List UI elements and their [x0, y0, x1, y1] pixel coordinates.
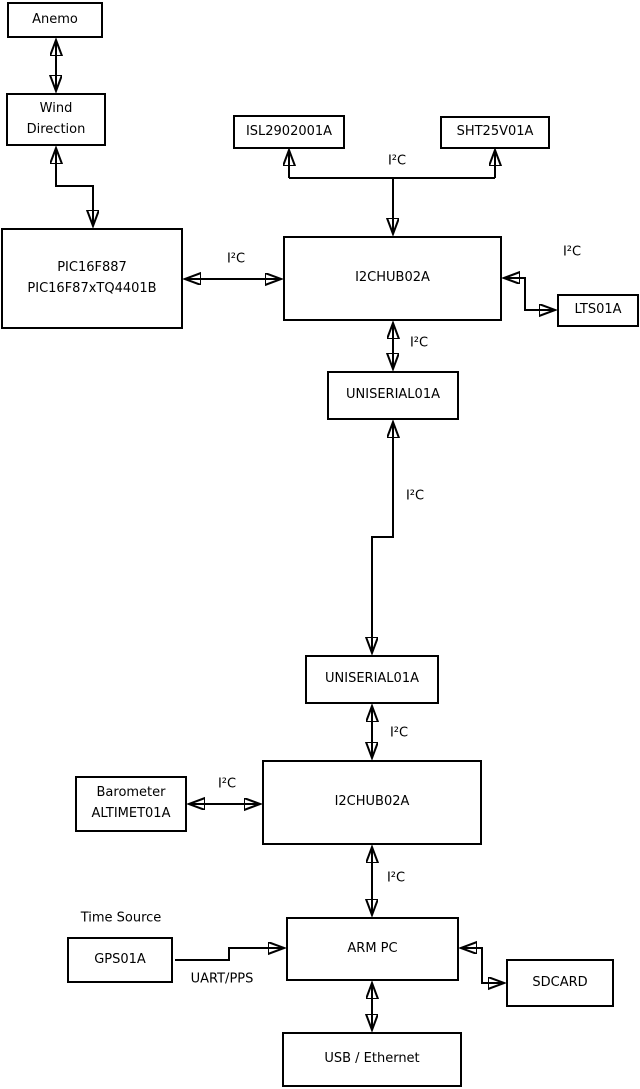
node-usb-ethernet-label: USB / Ethernet [324, 1051, 420, 1067]
edge-label-uniserial-hub2-i2c: I²C [389, 725, 409, 741]
edge-hub1-lts [504, 278, 555, 310]
node-barometer-altimet01a: Barometer ALTIMET01A [75, 776, 187, 832]
edge-label-gps-arm-uartpps: UART/PPS [190, 971, 254, 987]
edge-label-uniserial-link-i2c: I²C [405, 488, 425, 504]
edge-gps-armpc [175, 948, 284, 961]
node-pic16f887: PIC16F887 PIC16F87xTQ4401B [1, 228, 183, 329]
node-gps01a-label: GPS01A [94, 951, 146, 967]
node-isl2902001a-label: ISL2902001A [245, 123, 333, 139]
node-sdcard-label: SDCARD [532, 974, 588, 990]
edge-label-hub-uniserial-i2c: I²C [409, 335, 429, 351]
node-wind-direction-label: Wind Direction [26, 100, 86, 137]
node-i2chub02a-2-label: I2CHUB02A [334, 794, 410, 810]
edge-label-pic-hub-i2c: I²C [226, 251, 246, 267]
node-isl2902001a: ISL2902001A [233, 115, 345, 149]
node-arm-pc: ARM PC [286, 917, 459, 981]
node-pic16f887-label: PIC16F887 PIC16F87xTQ4401B [27, 259, 157, 296]
node-sht25v01a: SHT25V01A [440, 116, 550, 149]
node-i2chub02a-1: I2CHUB02A [283, 236, 502, 321]
node-uniserial01a-2-label: UNISERIAL01A [325, 671, 419, 687]
node-i2chub02a-2: I2CHUB02A [262, 760, 482, 845]
node-sht25v01a-label: SHT25V01A [456, 124, 534, 140]
edge-label-sensor-bus-i2c: I²C [387, 153, 407, 169]
edge-label-hub2-arm-i2c: I²C [386, 870, 406, 886]
node-uniserial01a-2: UNISERIAL01A [305, 655, 439, 704]
annotation-time-source: Time Source [80, 910, 162, 926]
node-uniserial01a-1-label: UNISERIAL01A [346, 387, 440, 403]
node-anemo: Anemo [7, 2, 103, 38]
node-gps01a: GPS01A [67, 937, 173, 983]
edge-uniserial1-uniserial2 [372, 422, 393, 653]
node-anemo-label: Anemo [32, 11, 78, 27]
node-barometer-altimet01a-label: Barometer ALTIMET01A [91, 785, 171, 821]
node-usb-ethernet: USB / Ethernet [282, 1032, 462, 1087]
node-arm-pc-label: ARM PC [347, 940, 398, 956]
node-uniserial01a-1: UNISERIAL01A [327, 371, 459, 420]
node-lts01a-label: LTS01A [574, 302, 622, 318]
node-lts01a: LTS01A [557, 294, 639, 327]
edge-label-barometer-hub-i2c: I²C [217, 776, 237, 792]
node-i2chub02a-1-label: I2CHUB02A [355, 270, 430, 286]
edge-label-hub-lts-i2c: I²C [562, 244, 582, 260]
edge-armpc-sdcard [461, 948, 504, 983]
node-sdcard: SDCARD [506, 959, 614, 1007]
node-wind-direction: Wind Direction [6, 93, 106, 146]
edge-wind-pic [56, 148, 93, 226]
